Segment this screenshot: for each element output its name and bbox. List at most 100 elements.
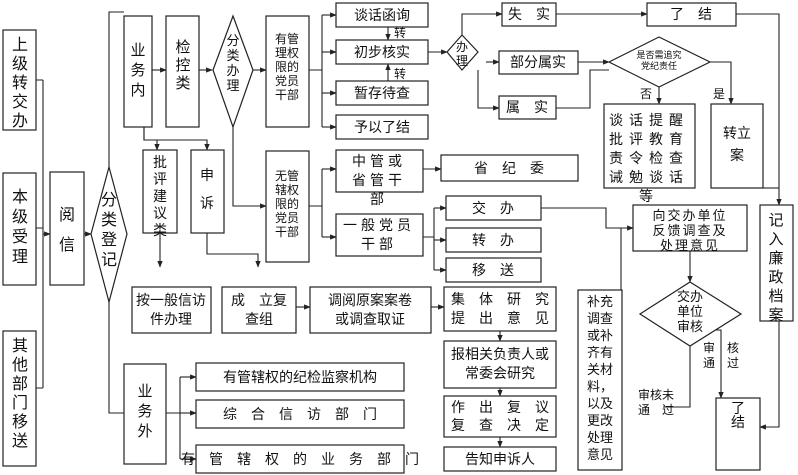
review-question-label: 交办单位审核 [677, 289, 703, 335]
node-inform-appellant: 告知申诉人 [443, 446, 557, 472]
soft-measures-label: 谈话提醒批评教育责令检查诫勉谈话等 [609, 113, 689, 205]
node-true: 属 实 [498, 95, 557, 120]
record-file-label: 记入廉政档案 [768, 211, 783, 324]
has-authority-label: 有管理权限的党员干部 [275, 31, 299, 102]
to-case-label: 转立案 [723, 126, 751, 164]
node-classify-register: 分类登记 [90, 164, 128, 305]
node-record-file: 记入廉政档案 [759, 204, 794, 324]
review-group-label: 成 立复查组 [231, 292, 287, 328]
other-dept-label: 其他部门移送 [12, 336, 28, 450]
pass-label: 审 核通 过 [703, 340, 739, 370]
upper-transfer-label: 上级转交办 [12, 35, 28, 130]
node-outside-3: 有 管 辖 权 的 业 务 部 门 [181, 444, 419, 474]
node-general-letter: 按一般信访件办理 [131, 286, 212, 334]
no-label: 否 [640, 87, 652, 101]
node-local-accept: 本级受理 [2, 172, 37, 286]
local-accept-label: 本级受理 [12, 187, 28, 266]
node-closed[interactable]: 予以了结 [335, 114, 429, 140]
node-upper-transfer: 上级转交办 [2, 29, 37, 131]
transfer-label-2: 转 [394, 66, 406, 81]
node-review-records: 调阅原案案卷或调查取证 [309, 286, 432, 334]
node-business-outside: 业务外 [123, 363, 167, 465]
true-label: 属 实 [506, 100, 548, 116]
node-appeal: 申诉 [190, 149, 225, 234]
node-read-letter: 阅信 [49, 171, 85, 286]
node-report-leader: 报相关负责人或常委会研究 [443, 340, 557, 389]
general-cadre-label: 一般党员干部 [343, 218, 415, 253]
classify-register-label: 分类登记 [101, 190, 117, 269]
node-feedback: 向交办单位反馈调查及处理意见 [632, 204, 748, 254]
classify-handle-label: 分类办理 [226, 34, 239, 94]
node-criticism: 批评建议类 [142, 149, 178, 239]
node-initial-verify[interactable]: 初步核实 [335, 39, 429, 65]
feedback-label: 向交办单位反馈调查及处理意见 [652, 208, 727, 254]
business-inside-label: 业务内 [130, 41, 145, 99]
initial-verify-label: 初步核实 [354, 44, 410, 61]
yes-label: 是 [713, 87, 725, 101]
node-no-authority: 无管辖权限的党员干部 [265, 150, 310, 263]
yisong-label: 移 送 [472, 263, 514, 279]
transfer-label-1: 转 [394, 25, 406, 40]
node-outside-1: 有管辖权的纪检监察机构 [195, 362, 405, 392]
untrue-label: 失 实 [508, 7, 550, 23]
node-yisong: 移 送 [445, 257, 542, 283]
closed-label: 予以了结 [354, 120, 410, 136]
node-partly-true: 部分属实 [498, 50, 579, 75]
business-outside-label: 业务外 [137, 382, 152, 440]
end-label: 了结 [731, 401, 745, 431]
node-review-decision: 作 出 复 议复 查 决 定 [443, 395, 557, 438]
outside-1-label: 有管辖权的纪检监察机构 [223, 369, 377, 386]
handle-label: 办理 [456, 39, 468, 68]
read-letter-label: 阅信 [59, 205, 75, 254]
node-has-authority: 有管理权限的党员干部 [265, 15, 310, 128]
node-business-inside: 业务内 [123, 15, 153, 128]
fail-label: 审核未通 过 [638, 387, 674, 417]
node-end: 了结 [715, 397, 761, 471]
partly-true-label: 部分属实 [510, 55, 566, 71]
finish-top-label: 了 结 [670, 7, 712, 23]
node-to-case: 转立案 [710, 103, 764, 189]
node-classify-handle: 分类办理 [212, 14, 254, 129]
node-outside-2: 综 合 信 访 部 门 [195, 399, 405, 429]
report-leader-label: 报相关负责人或常委会研究 [451, 347, 549, 382]
node-talk-letter[interactable]: 谈话函询 [335, 2, 429, 28]
node-handle: 办理 [446, 34, 479, 71]
general-letter-label: 按一般信访件办理 [136, 293, 206, 328]
node-collective-study: 集 体 研 究提 出 意 见 [443, 286, 557, 332]
node-finish-top: 了 结 [646, 2, 737, 27]
prov-commission-label: 省 纪 委 [474, 161, 544, 177]
node-review-group: 成 立复查组 [221, 286, 297, 334]
node-pursue-question: 是否需追究党纪责任 [607, 36, 712, 88]
zhuanban-label: 转 办 [472, 233, 514, 249]
inform-appellant-label: 告知申诉人 [465, 451, 535, 468]
node-supplement: 补充调查或补齐有关材料，以及更改处理意见 [577, 289, 623, 471]
review-decision-label: 作 出 复 议复 查 决 定 [451, 399, 549, 434]
criticism-label: 批评建议类 [153, 155, 167, 239]
central-prov-label: 中管或省管干部 [352, 154, 406, 208]
node-temp-store[interactable]: 暂存待查 [335, 80, 429, 106]
appeal-label: 申诉 [200, 168, 214, 212]
connectors [36, 11, 782, 462]
talk-letter-label: 谈话函询 [354, 8, 410, 24]
node-inspection: 检控类 [165, 15, 200, 128]
review-records-label: 调阅原案案卷或调查取证 [328, 292, 412, 328]
node-untrue: 失 实 [501, 2, 557, 27]
node-zhuanban: 转 办 [445, 227, 542, 253]
node-central-prov: 中管或省管干部 [335, 149, 424, 208]
outside-2-label: 综 合 信 访 部 门 [223, 407, 377, 423]
supplement-label: 补充调查或补齐有关材料，以及更改处理意见 [587, 294, 613, 463]
node-review-question: 交办单位审核 [638, 281, 743, 347]
pursue-question-label: 是否需追究党纪责任 [636, 49, 681, 72]
temp-store-label: 暂存待查 [354, 86, 410, 102]
collective-study-label: 集 体 研 究提 出 意 见 [451, 291, 549, 327]
node-soft-measures: 谈话提醒批评教育责令检查诫勉谈话等 [603, 103, 696, 205]
node-prov-commission: 省 纪 委 [440, 154, 579, 182]
node-general-cadre: 一般党员干部 [335, 213, 424, 257]
inspection-label: 检控类 [175, 38, 190, 92]
no-authority-label: 无管辖权限的党员干部 [275, 168, 299, 239]
node-other-dept: 其他部门移送 [2, 330, 37, 467]
jiaoban-label: 交 办 [472, 200, 514, 217]
outside-3-label: 有 管 辖 权 的 业 务 部 门 [181, 452, 419, 468]
node-jiaoban: 交 办 [445, 195, 542, 221]
